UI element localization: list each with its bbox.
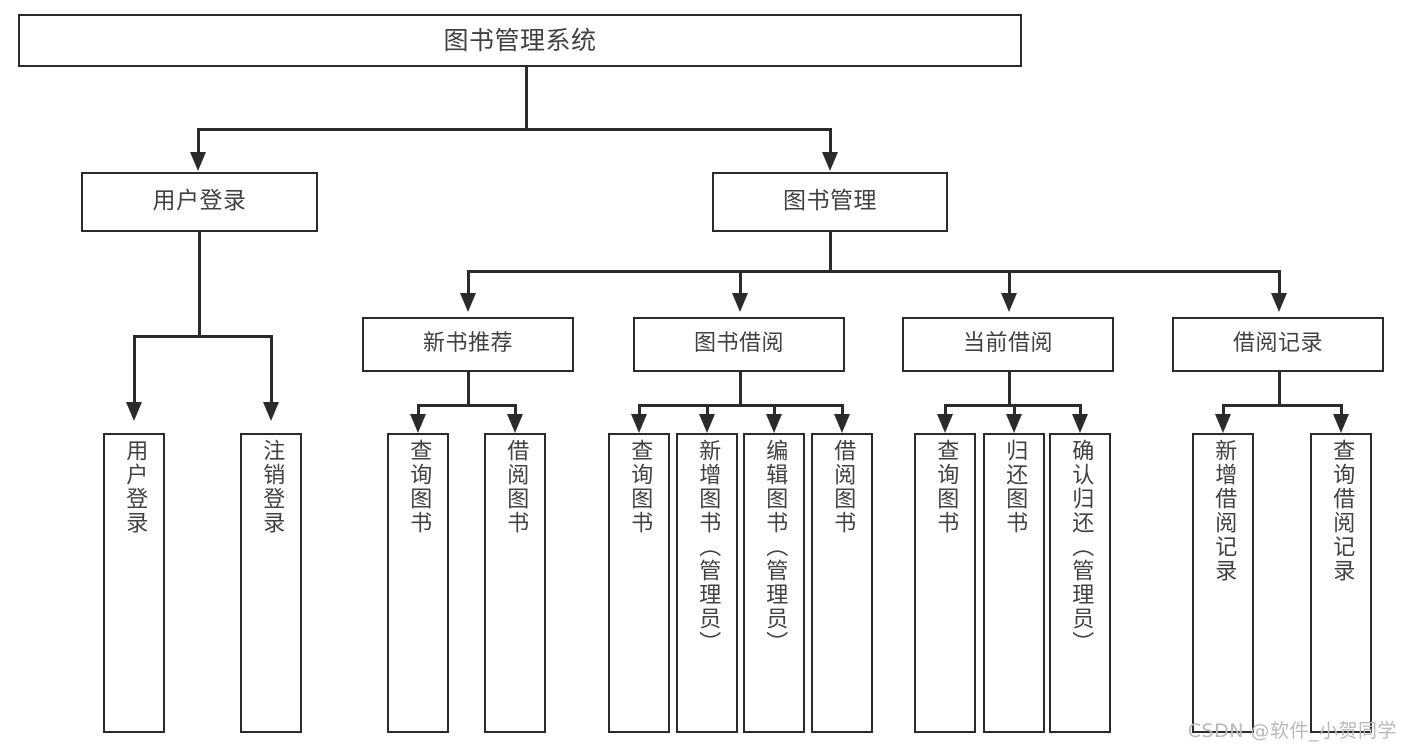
- node-leaf-query-book-3[interactable]: 查询图书: [914, 433, 976, 733]
- arrowhead-bb-leaf-3: [766, 414, 782, 433]
- connector-bb-drop-3: [773, 404, 776, 416]
- node-current-borrow-label: 当前借阅: [962, 331, 1053, 357]
- connector-book-borrow-stem: [739, 372, 742, 406]
- node-user-login[interactable]: 用户登录: [81, 172, 318, 232]
- arrowhead-bb-leaf-4: [834, 414, 850, 433]
- connector-book-manage-stem: [829, 232, 832, 272]
- connector-bb-drop-1: [638, 404, 641, 416]
- node-current-borrow[interactable]: 当前借阅: [902, 317, 1114, 372]
- node-leaf-add-book[interactable]: 新增图书（管理员）: [676, 433, 738, 733]
- connector-nbr-drop-2: [514, 404, 517, 416]
- node-leaf-query-book-2-label: 查询图书: [627, 439, 653, 535]
- node-leaf-add-book-label: 新增图书（管理员）: [695, 439, 721, 655]
- connector-user-login-stem: [198, 232, 201, 337]
- connector-root-to-user-login: [197, 128, 200, 153]
- node-leaf-query-book-2[interactable]: 查询图书: [608, 433, 670, 733]
- node-leaf-query-book-1-label: 查询图书: [406, 439, 432, 535]
- node-leaf-borrow-book-1-label: 借阅图书: [503, 439, 529, 535]
- arrowhead-bb-leaf-1: [631, 414, 647, 433]
- connector-root-stem: [525, 67, 528, 130]
- connector-to-current-borrow: [1008, 270, 1011, 294]
- node-borrow-record[interactable]: 借阅记录: [1172, 317, 1384, 372]
- node-leaf-add-record-label: 新增借阅记录: [1211, 439, 1237, 583]
- arrowhead-to-new-book-recommend: [460, 293, 476, 312]
- node-book-borrow-label: 图书借阅: [693, 331, 784, 357]
- connector-user-login-drop-1: [133, 335, 136, 403]
- node-leaf-query-record[interactable]: 查询借阅记录: [1310, 433, 1372, 733]
- connector-to-book-borrow: [739, 270, 742, 294]
- watermark-text: CSDN @软件_小贺同学: [1187, 720, 1397, 742]
- arrowhead-cb-leaf-1: [937, 414, 953, 433]
- connector-to-new-book-recommend: [467, 270, 470, 294]
- node-book-borrow[interactable]: 图书借阅: [633, 317, 845, 372]
- arrowhead-bb-leaf-2: [699, 414, 715, 433]
- arrowhead-nbr-leaf-2: [507, 414, 523, 433]
- arrowhead-to-borrow-record: [1271, 293, 1287, 312]
- node-leaf-query-book-3-label: 查询图书: [933, 439, 959, 535]
- arrowhead-root-to-user-login: [190, 152, 206, 171]
- node-leaf-borrow-book-2[interactable]: 借阅图书: [811, 433, 873, 733]
- node-leaf-query-book-1[interactable]: 查询图书: [387, 433, 449, 733]
- arrowhead-br-leaf-2: [1333, 414, 1349, 433]
- node-leaf-user-logout-label: 注销登录: [259, 439, 285, 535]
- node-book-manage[interactable]: 图书管理: [712, 172, 948, 232]
- connector-book-borrow-bus: [638, 404, 843, 407]
- connector-root-bus: [197, 128, 831, 131]
- node-borrow-record-label: 借阅记录: [1232, 331, 1323, 357]
- connector-bb-drop-4: [841, 404, 844, 416]
- node-leaf-borrow-book-1[interactable]: 借阅图书: [484, 433, 546, 733]
- node-leaf-user-login[interactable]: 用户登录: [103, 433, 165, 733]
- connector-new-book-recommend-bus: [417, 404, 516, 407]
- node-leaf-confirm-return-label: 确认归还（管理员）: [1068, 439, 1094, 655]
- connector-borrow-record-bus: [1222, 404, 1342, 407]
- node-user-login-label: 用户登录: [152, 188, 247, 215]
- connector-nbr-drop-1: [417, 404, 420, 416]
- connector-root-to-book-manage: [829, 128, 832, 153]
- node-leaf-add-record[interactable]: 新增借阅记录: [1192, 433, 1254, 733]
- connector-br-drop-1: [1222, 404, 1225, 416]
- connector-to-borrow-record: [1278, 270, 1281, 294]
- node-leaf-confirm-return[interactable]: 确认归还（管理员）: [1049, 433, 1111, 733]
- arrowhead-to-book-borrow: [732, 293, 748, 312]
- node-leaf-borrow-book-2-label: 借阅图书: [830, 439, 856, 535]
- connector-user-login-bus: [133, 335, 272, 338]
- connector-borrow-record-stem: [1278, 372, 1281, 406]
- node-book-manage-label: 图书管理: [783, 188, 877, 215]
- connector-new-book-recommend-stem: [467, 372, 470, 406]
- node-leaf-query-record-label: 查询借阅记录: [1329, 439, 1355, 583]
- connector-current-borrow-bus: [944, 404, 1081, 407]
- node-new-book-recommend[interactable]: 新书推荐: [362, 317, 574, 372]
- node-leaf-return-book-label: 归还图书: [1002, 439, 1028, 535]
- node-root[interactable]: 图书管理系统: [18, 14, 1022, 67]
- node-leaf-edit-book-label: 编辑图书（管理员）: [762, 439, 788, 655]
- arrowhead-user-login-leaf-1: [126, 402, 142, 421]
- node-new-book-recommend-label: 新书推荐: [422, 331, 513, 357]
- connector-cb-drop-2: [1013, 404, 1016, 416]
- connector-cb-drop-1: [944, 404, 947, 416]
- arrowhead-cb-leaf-2: [1006, 414, 1022, 433]
- node-leaf-user-login-label: 用户登录: [122, 439, 148, 535]
- connector-book-manage-bus: [467, 270, 1281, 273]
- connector-bb-drop-2: [706, 404, 709, 416]
- node-leaf-edit-book[interactable]: 编辑图书（管理员）: [743, 433, 805, 733]
- arrowhead-nbr-leaf-1: [410, 414, 426, 433]
- connector-user-login-drop-2: [270, 335, 273, 403]
- arrowhead-user-login-leaf-2: [263, 402, 279, 421]
- arrowhead-br-leaf-1: [1215, 414, 1231, 433]
- node-root-label: 图书管理系统: [443, 25, 597, 55]
- node-leaf-return-book[interactable]: 归还图书: [983, 433, 1045, 733]
- arrowhead-cb-leaf-3: [1072, 414, 1088, 433]
- node-leaf-user-logout[interactable]: 注销登录: [240, 433, 302, 733]
- connector-br-drop-2: [1340, 404, 1343, 416]
- connector-cb-drop-3: [1079, 404, 1082, 416]
- arrowhead-to-current-borrow: [1001, 293, 1017, 312]
- connector-current-borrow-stem: [1008, 372, 1011, 406]
- arrowhead-root-to-book-manage: [822, 152, 838, 171]
